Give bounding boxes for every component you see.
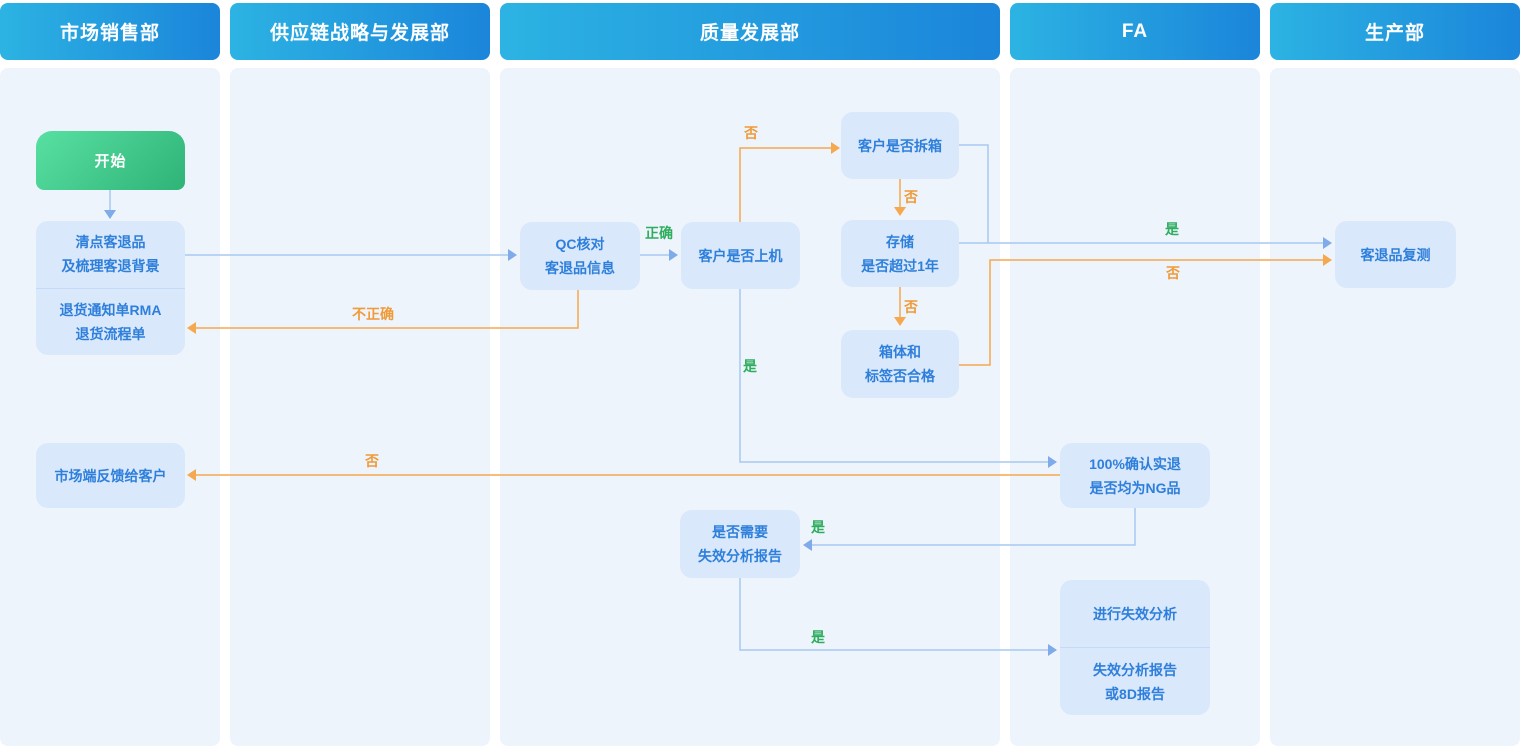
node-rma-line1: 退货通知单RMA — [59, 301, 162, 318]
node-confirm-ng-line1: 100%确认实退 — [1089, 455, 1181, 472]
node-need-fa-line2: 失效分析报告 — [698, 548, 782, 564]
node-on-machine-label: 客户是否上机 — [698, 247, 783, 264]
node-do-fa-label: 进行失效分析 — [1093, 605, 1177, 622]
lane-body-supply — [230, 68, 490, 746]
node-storage-line2: 是否超过1年 — [861, 257, 939, 274]
label-correct: 正确 — [645, 225, 673, 241]
node-do-fa: 进行失效分析 — [1060, 580, 1210, 648]
node-fa-combined: 进行失效分析 失效分析报告 或8D报告 — [1060, 580, 1210, 715]
node-need-fa-line1: 是否需要 — [712, 524, 768, 540]
node-fa-report: 失效分析报告 或8D报告 — [1060, 648, 1210, 715]
node-rma: 退货通知单RMA 退货流程单 — [36, 289, 185, 356]
label-incorrect: 不正确 — [352, 306, 394, 322]
node-count-line2: 及梳理客退背景 — [61, 258, 160, 275]
node-on-machine: 客户是否上机 — [681, 222, 800, 289]
node-confirm-ng-line2: 是否均为NG品 — [1089, 479, 1181, 496]
node-retest-label: 客退品复测 — [1360, 246, 1431, 263]
label-yes-need-fa: 是 — [811, 519, 825, 535]
node-storage-line1: 存储 — [886, 233, 914, 250]
label-no-storage: 否 — [904, 189, 918, 205]
label-yes-retest: 是 — [1165, 221, 1179, 237]
node-start: 开始 — [36, 131, 185, 190]
node-box-label-line2: 标签否合格 — [865, 368, 935, 384]
lane-header-production: 生产部 — [1270, 3, 1520, 60]
node-qc-line1: QC核对 — [555, 236, 605, 252]
node-storage: 存储 是否超过1年 — [841, 220, 959, 287]
node-feedback-label: 市场端反馈给客户 — [54, 467, 167, 484]
node-unbox: 客户是否拆箱 — [841, 112, 959, 179]
node-unbox-label: 客户是否拆箱 — [858, 137, 942, 154]
node-need-fa: 是否需要 失效分析报告 — [680, 510, 800, 578]
lane-body-production — [1270, 68, 1520, 746]
label-no-unbox: 否 — [744, 125, 758, 141]
node-feedback: 市场端反馈给客户 — [36, 443, 185, 508]
node-count-line1: 清点客退品 — [75, 234, 146, 251]
node-fa-report-line1: 失效分析报告 — [1093, 661, 1177, 678]
label-no-box-label: 否 — [904, 299, 918, 315]
lane-header-sales: 市场销售部 — [0, 3, 220, 60]
node-count: 清点客退品 及梳理客退背景 — [36, 221, 185, 289]
node-qc-line2: 客退品信息 — [545, 260, 615, 276]
node-retest: 客退品复测 — [1335, 221, 1456, 288]
node-rma-line2: 退货流程单 — [75, 325, 146, 342]
node-box-label: 箱体和 标签否合格 — [841, 330, 959, 398]
node-qc: QC核对 客退品信息 — [520, 222, 640, 290]
node-box-label-line1: 箱体和 — [879, 344, 921, 360]
label-yes-do-fa: 是 — [811, 629, 825, 645]
label-yes-confirm: 是 — [743, 358, 757, 374]
node-fa-report-line2: 或8D报告 — [1105, 685, 1165, 702]
node-count-rma: 清点客退品 及梳理客退背景 退货通知单RMA 退货流程单 — [36, 221, 185, 355]
label-no-retest: 否 — [1166, 265, 1180, 281]
node-confirm-ng: 100%确认实退 是否均为NG品 — [1060, 443, 1210, 508]
lane-header-fa: FA — [1010, 3, 1260, 60]
label-no-feedback: 否 — [365, 453, 379, 469]
lane-header-supply: 供应链战略与发展部 — [230, 3, 490, 60]
lane-header-quality: 质量发展部 — [500, 3, 1000, 60]
